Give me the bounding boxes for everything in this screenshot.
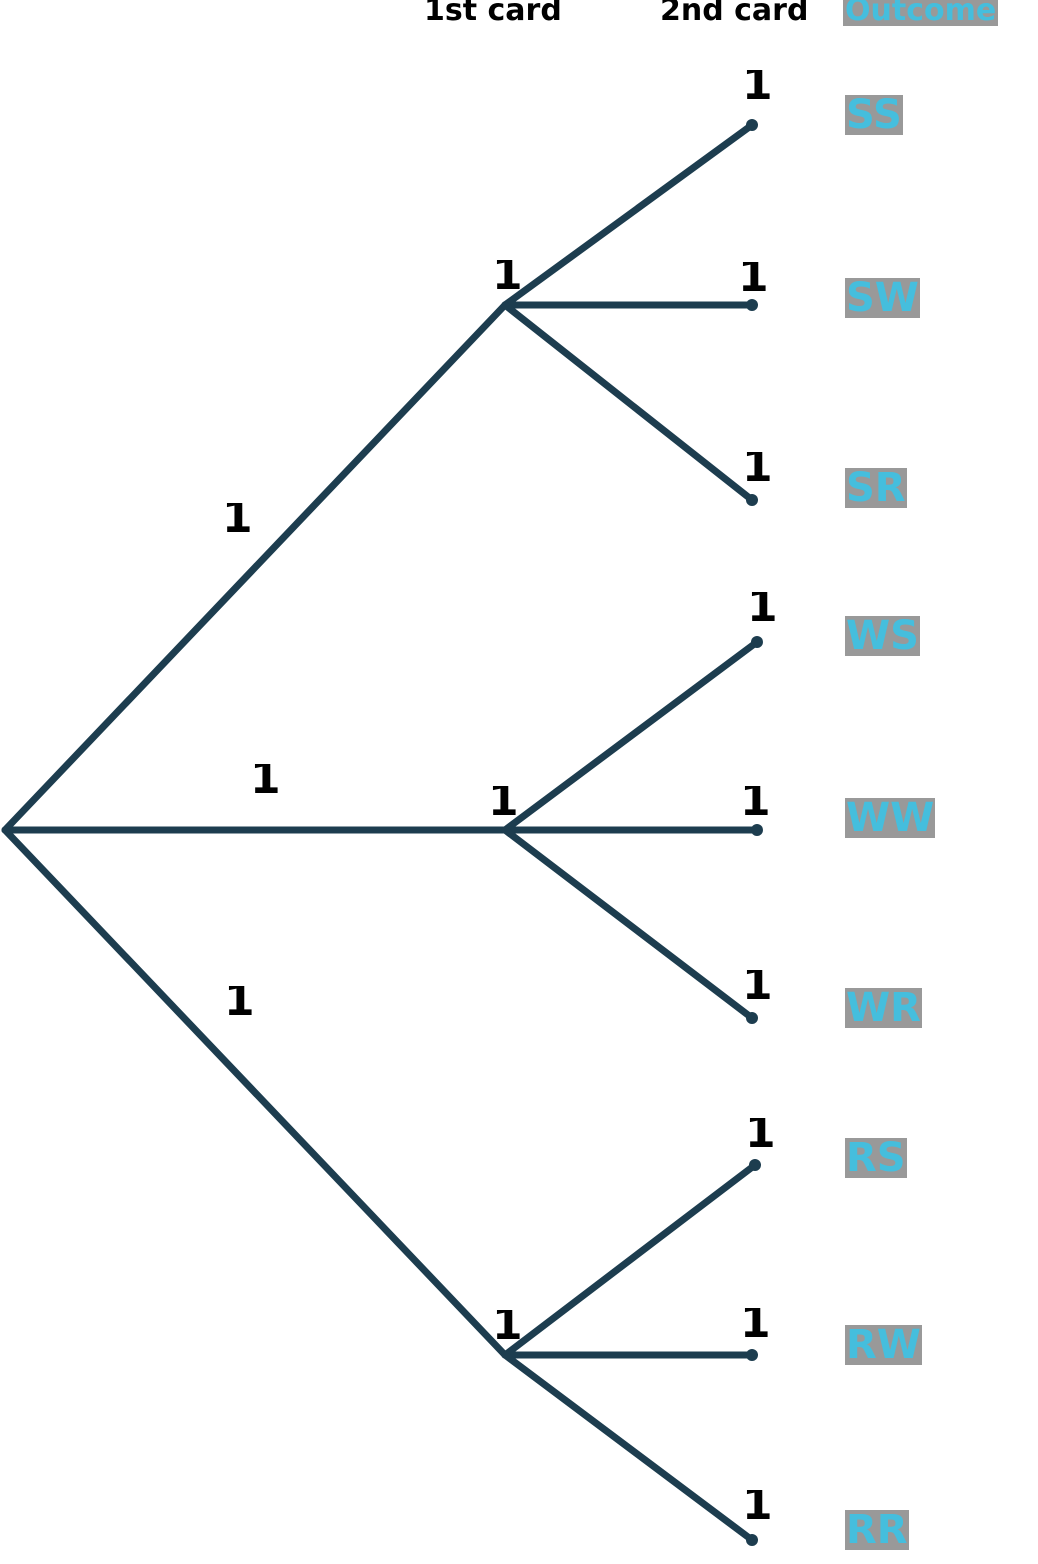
leaf-dot-RS [749, 1159, 761, 1171]
branch-W-to-WS [501, 638, 761, 834]
branch-R-to-RS [501, 1161, 759, 1359]
edge-label-W-WW: 1 [740, 786, 771, 826]
edge-label-S-SR: 1 [742, 452, 773, 492]
edge-label-R-RR: 1 [742, 1490, 773, 1530]
outcome-label-WS: WS [845, 613, 920, 659]
edge-label-W-WS: 1 [747, 592, 778, 632]
edge-label-R-RW: 1 [740, 1308, 771, 1348]
leaf-dot-WW [751, 824, 763, 836]
header-second-card: 2nd card [660, 0, 809, 28]
edge-label-root-S: 1 [222, 503, 253, 543]
outcome-label-WW: WW [845, 795, 936, 841]
leaf-dot-SS [746, 119, 758, 131]
branch-root-to-S [1, 301, 509, 834]
edge-label-S-SS: 1 [742, 70, 773, 110]
outcome-label-WR: WR [845, 985, 922, 1031]
leaf-dot-RW [746, 1349, 758, 1361]
outcome-label-RS: RS [845, 1135, 907, 1181]
leaf-dot-SW [746, 299, 758, 311]
edge-label-root-R: 1 [224, 986, 255, 1026]
outcome-label-SR: SR [845, 465, 907, 511]
node-label-S: 1 [492, 260, 523, 300]
outcome-label-RR: RR [845, 1507, 909, 1553]
header-outcome: Outcome [843, 0, 999, 26]
outcome-label-RW: RW [845, 1322, 922, 1368]
leaf-dot-WR [746, 1012, 758, 1024]
node-label-W: 1 [488, 786, 519, 826]
edge-label-S-SW: 1 [738, 262, 769, 302]
outcome-label-SW: SW [845, 275, 920, 321]
edge-label-root-W: 1 [250, 764, 281, 804]
branch-S-to-SR [501, 301, 756, 504]
header-first-card: 1st card [424, 0, 562, 28]
leaf-dot-SR [746, 494, 758, 506]
edge-label-W-WR: 1 [742, 970, 773, 1010]
node-label-R: 1 [492, 1310, 523, 1350]
edge-label-R-RS: 1 [745, 1118, 776, 1158]
outcome-label-SS: SS [845, 92, 903, 138]
branch-W-to-WR [501, 826, 756, 1022]
branch-S-to-SS [501, 121, 756, 309]
branch-R-to-RR [501, 1351, 756, 1544]
leaf-dot-RR [746, 1534, 758, 1546]
leaf-dot-WS [751, 636, 763, 648]
branch-root-to-R [1, 826, 509, 1359]
